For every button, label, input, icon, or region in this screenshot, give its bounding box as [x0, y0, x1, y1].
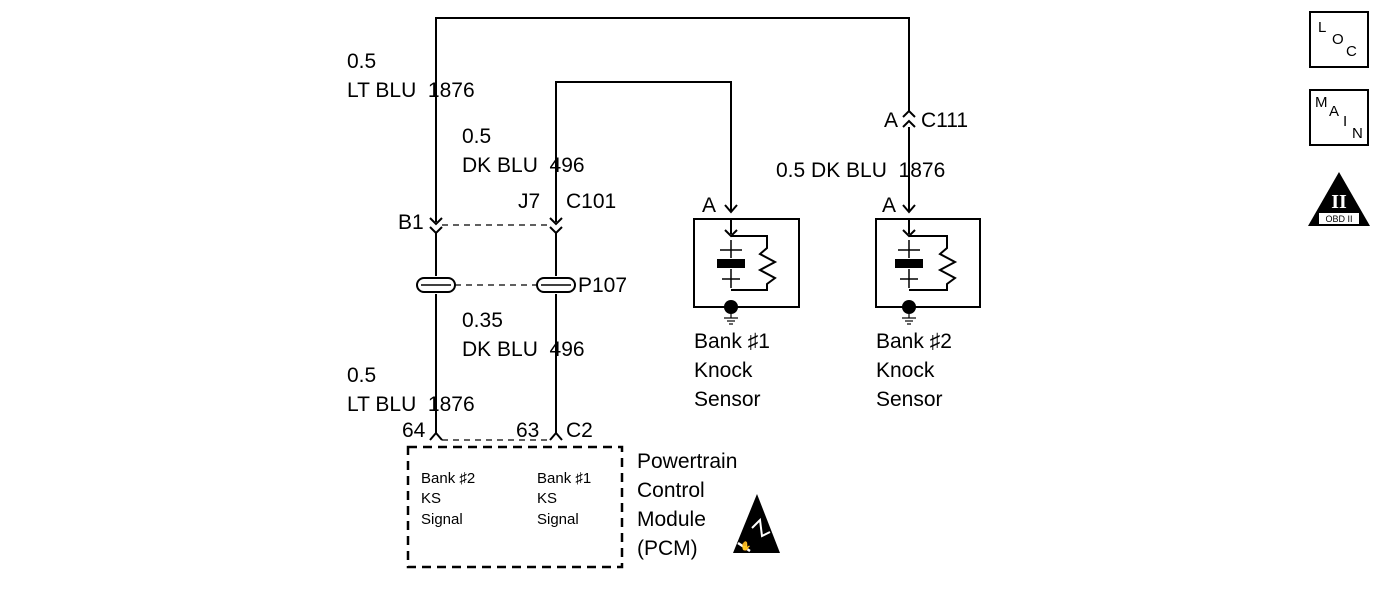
bank2-sensor-line2: Knock [876, 359, 935, 382]
loc-letter-l: L [1318, 19, 1327, 36]
esd-warning-icon: ✋ [733, 494, 780, 553]
pcm-pin-63-symbol [549, 431, 563, 441]
main-button[interactable]: M A I N [1309, 89, 1369, 146]
bank1-knock-sensor [693, 218, 800, 325]
sensor2-terminal-arrow [902, 204, 916, 214]
c111-connector-symbol [902, 109, 916, 128]
bank2-sensor-line1: Bank ♯2 [876, 330, 952, 353]
pcm-bank1-signal-line1: Bank ♯1 [537, 470, 591, 487]
main-letter-i: I [1343, 113, 1348, 130]
pcm-pin-64-label: 64 [402, 419, 426, 442]
ks1-top-color-circuit: DK BLU 496 [462, 154, 585, 177]
loc-button[interactable]: L O C [1309, 11, 1369, 68]
wire-496 [555, 81, 732, 433]
c101-label: C101 [566, 190, 616, 213]
ks1-mid-gauge: 0.35 [462, 309, 503, 332]
loc-letter-c: C [1346, 43, 1357, 60]
obd-ii-numeral: II [1331, 191, 1347, 213]
p107-grommet-left [416, 277, 456, 293]
ks2-top-gauge: 0.5 [347, 50, 376, 73]
pcm-pin-64-symbol [429, 431, 443, 441]
pcm-bank1-signal-line3: Signal [537, 511, 579, 528]
loc-letter-o: O [1332, 31, 1344, 48]
b1-label: B1 [398, 211, 424, 234]
c2-label: C2 [566, 419, 593, 442]
bank1-sensor-line1: Bank ♯1 [694, 330, 770, 353]
wire-1876 [435, 17, 910, 433]
b1-connector-symbol [429, 217, 443, 235]
pcm-bank2-signal-line1: Bank ♯2 [421, 470, 475, 487]
svg-text:✋: ✋ [740, 540, 751, 551]
sensor2-pin-label: A [882, 194, 896, 217]
obd-ii-button[interactable]: II OBD II [1307, 170, 1371, 228]
j7-connector-symbol [549, 217, 563, 235]
pcm-title-line3: Module [637, 508, 706, 531]
ks2-bottom-gauge: 0.5 [347, 364, 376, 387]
ks1-top-gauge: 0.5 [462, 125, 491, 148]
bank1-sensor-line2: Knock [694, 359, 753, 382]
obd-ii-icon: II OBD II [1308, 172, 1370, 226]
pcm-box [406, 445, 624, 569]
j7-label: J7 [518, 190, 540, 213]
p107-grommet-right [536, 277, 576, 293]
sensor2-feed-wire: 0.5 DK BLU 1876 [776, 159, 945, 182]
c111-label: C111 [921, 109, 968, 132]
bank2-knock-sensor [875, 218, 981, 325]
p107-label: P107 [578, 274, 627, 297]
pcm-bank1-signal-line2: KS [537, 490, 557, 507]
pcm-bank2-signal-line2: KS [421, 490, 441, 507]
pcm-bank2-signal-line3: Signal [421, 511, 463, 528]
sensor1-pin-label: A [702, 194, 716, 217]
main-letter-a: A [1329, 103, 1340, 120]
pcm-title-line4: (PCM) [637, 537, 698, 560]
pcm-pin-63-label: 63 [516, 419, 539, 442]
obd-ii-label: OBD II [1325, 214, 1352, 224]
bank1-sensor-line3: Sensor [694, 388, 761, 411]
ks1-mid-color-circuit: DK BLU 496 [462, 338, 585, 361]
ks2-top-color-circuit: LT BLU 1876 [347, 79, 475, 102]
main-letter-m: M [1315, 94, 1328, 111]
ks2-bottom-color-circuit: LT BLU 1876 [347, 393, 475, 416]
main-letter-n: N [1352, 125, 1363, 142]
bank2-sensor-line3: Sensor [876, 388, 943, 411]
sensor1-terminal-arrow [724, 204, 738, 214]
pcm-title-line2: Control [637, 479, 705, 502]
c111-pin-label: A [884, 109, 898, 132]
pcm-title-line1: Powertrain [637, 450, 737, 473]
